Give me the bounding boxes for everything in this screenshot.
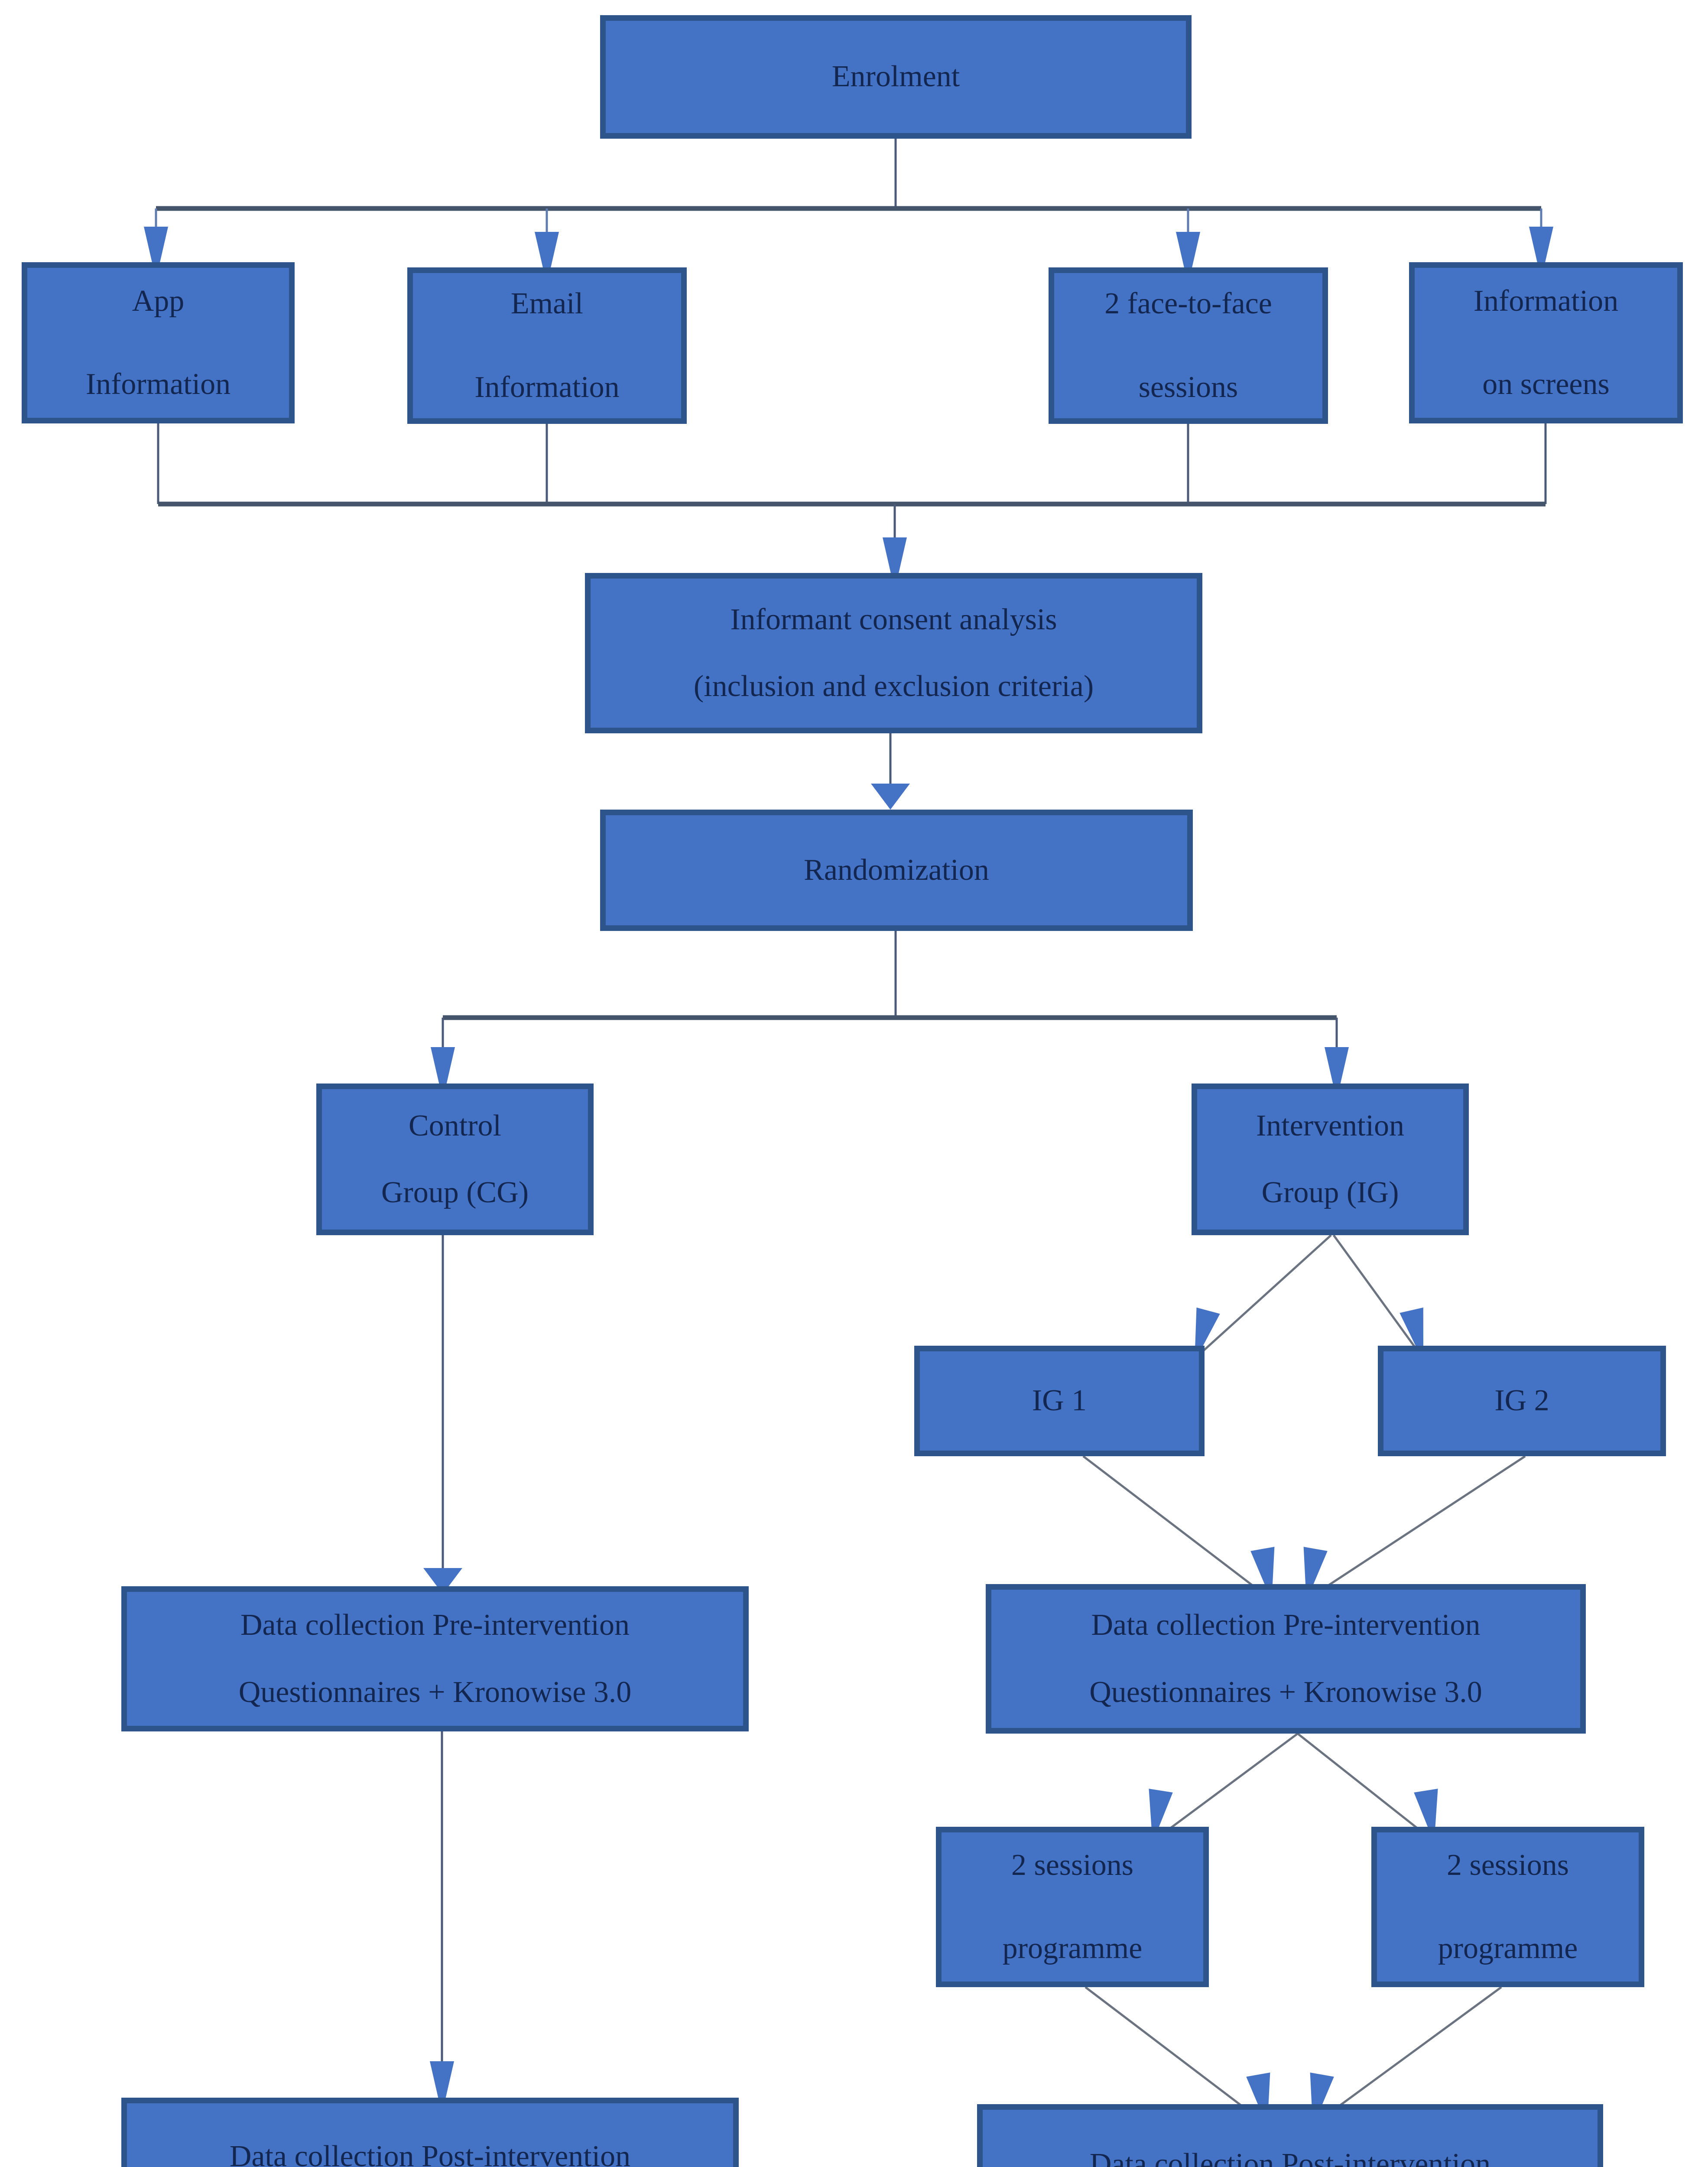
- node-label: IG 2: [1494, 1384, 1549, 1418]
- connector-line: [1308, 1455, 1526, 1600]
- node-app-information: App Information: [22, 262, 295, 423]
- node-label: programme: [1438, 1932, 1578, 1965]
- node-ig2-sessions-programme: 2 sessions programme: [1371, 1827, 1644, 1987]
- node-label: Information: [1473, 284, 1619, 318]
- connector-line: [1154, 1732, 1299, 1841]
- node-label: Email: [510, 287, 584, 320]
- connector-line: [1082, 1455, 1270, 1599]
- node-label: Data collection Post-intervention: [1089, 2147, 1491, 2167]
- node-label: Group (CG): [381, 1176, 529, 1209]
- node-label: Information: [85, 368, 231, 401]
- connector-line: [1085, 1986, 1266, 2125]
- node-label: Data collection Pre-intervention: [240, 1608, 630, 1642]
- node-label: Intervention: [1256, 1109, 1405, 1142]
- node-information-on-screens: Information on screens: [1409, 262, 1683, 423]
- node-intervention-group: Intervention Group (IG): [1192, 1084, 1469, 1235]
- node-ig-post-intervention-data-collection: Data collection Post-intervention Kronow…: [977, 2104, 1603, 2167]
- node-ig1: IG 1: [914, 1346, 1205, 1456]
- node-label: programme: [1002, 1932, 1143, 1965]
- node-face-to-face-sessions: 2 face-to-face sessions: [1049, 267, 1328, 424]
- node-ig1-sessions-programme: 2 sessions programme: [936, 1827, 1209, 1987]
- node-label: Questionnaires + Kronowise 3.0: [1089, 1675, 1482, 1709]
- node-label: (inclusion and exclusion criteria): [693, 670, 1094, 703]
- connector-line: [1194, 1234, 1332, 1360]
- node-label: Data collection Pre-intervention: [1091, 1608, 1481, 1642]
- node-ig-pre-intervention-data-collection: Data collection Pre-intervention Questio…: [986, 1584, 1586, 1734]
- node-label: Informant consent analysis: [730, 602, 1057, 636]
- node-label: 2 sessions: [1447, 1848, 1569, 1882]
- connector-line: [1332, 1234, 1425, 1360]
- node-label: IG 1: [1032, 1384, 1087, 1418]
- node-label: App: [132, 284, 185, 318]
- node-informant-consent-analysis: Informant consent analysis (inclusion an…: [585, 573, 1202, 733]
- node-control-group: Control Group (CG): [316, 1084, 594, 1235]
- node-cg-pre-intervention-data-collection: Data collection Pre-intervention Questio…: [121, 1586, 749, 1731]
- node-label: Information: [474, 370, 620, 404]
- node-enrolment: Enrolment: [600, 15, 1192, 139]
- connector-line: [1297, 1733, 1433, 1841]
- connector-line: [1314, 1986, 1502, 2125]
- node-label: 2 sessions: [1011, 1848, 1133, 1882]
- node-label: on screens: [1482, 368, 1610, 401]
- node-email-information: Email Information: [407, 267, 687, 424]
- node-cg-post-intervention-data-collection: Data collection Post-intervention Kronow…: [121, 2098, 739, 2167]
- node-label: sessions: [1138, 370, 1238, 404]
- arrowhead-icon: [871, 784, 910, 810]
- node-randomization: Randomization: [600, 810, 1193, 931]
- node-label: Control: [409, 1109, 501, 1142]
- node-label: Questionnaires + Kronowise 3.0: [238, 1675, 632, 1709]
- node-label: Enrolment: [831, 60, 960, 94]
- node-label: Data collection Post-intervention: [229, 2140, 631, 2167]
- node-label: Randomization: [804, 853, 989, 887]
- node-label: Group (IG): [1261, 1176, 1399, 1209]
- node-ig2: IG 2: [1378, 1346, 1666, 1456]
- node-label: 2 face-to-face: [1104, 287, 1272, 320]
